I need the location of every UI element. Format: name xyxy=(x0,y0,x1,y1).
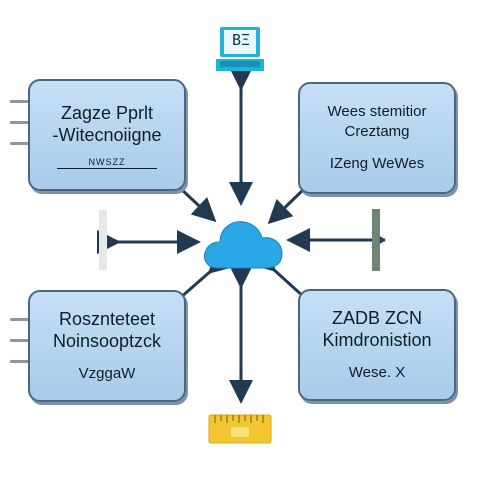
right-bar xyxy=(372,209,380,271)
box-bottom-right: ZADB ZCN Kimdronistion Wese. X xyxy=(298,289,456,401)
box-top-right-line1: Wees stemitior xyxy=(327,103,427,120)
ruler-icon xyxy=(208,414,272,444)
box-top-left-line1: Zagze Pprlt xyxy=(60,102,154,123)
box-top-left-line2: -Witecnoiigne xyxy=(52,124,162,145)
box-top-left-line3: NWSZZ xyxy=(57,156,157,169)
box-bottom-right-line2: Kimdronistion xyxy=(322,330,432,350)
box-bottom-left-line1: Rosznteteet xyxy=(58,309,156,329)
connector-pins-top-left xyxy=(10,100,30,163)
connector-pins-bottom-left xyxy=(10,318,30,381)
arrow-diag-top-right xyxy=(267,188,305,225)
box-bottom-right-line1: ZADB ZCN xyxy=(332,308,422,328)
box-top-right: Wees stemitior Creztamg IZeng WeWes xyxy=(298,82,456,194)
arrow-diag-bottom-left xyxy=(179,249,234,300)
box-bottom-left-line3: VzggaW xyxy=(78,365,136,382)
left-bar xyxy=(99,210,107,270)
chip-icon xyxy=(216,27,264,71)
chip-label: ΒΞ xyxy=(231,31,251,49)
box-top-right-line3: IZeng WeWes xyxy=(329,155,425,172)
box-bottom-right-line3: Wese. X xyxy=(348,364,406,381)
box-top-left: Zagze Pprlt -Witecnoiigne NWSZZ xyxy=(28,79,186,191)
arrow-diag-top-left xyxy=(178,186,217,223)
box-bottom-left: Rosznteteet Noinsooptzck VzggaW xyxy=(28,290,186,402)
cloud-icon xyxy=(204,221,283,269)
box-bottom-left-line2: Noinsooptzck xyxy=(52,331,162,351)
box-top-right-line2: Creztamg xyxy=(344,123,410,140)
